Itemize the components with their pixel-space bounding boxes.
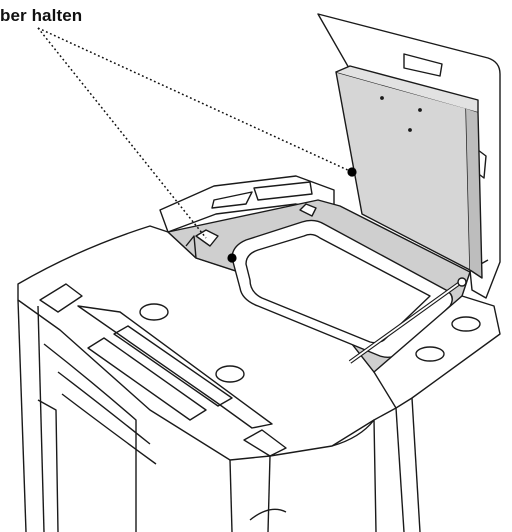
lid-panel bbox=[335, 65, 483, 279]
lid-strut bbox=[348, 277, 467, 364]
marker-frame bbox=[227, 253, 237, 263]
side-housing bbox=[373, 295, 501, 532]
marker-lid-panel bbox=[347, 167, 357, 177]
callout-label: ber halten bbox=[0, 6, 83, 25]
front-body bbox=[17, 299, 377, 532]
leader-line-to-hinge bbox=[37, 27, 207, 239]
leader-line-to-lid-panel bbox=[37, 27, 353, 173]
leader-lines bbox=[37, 27, 357, 263]
